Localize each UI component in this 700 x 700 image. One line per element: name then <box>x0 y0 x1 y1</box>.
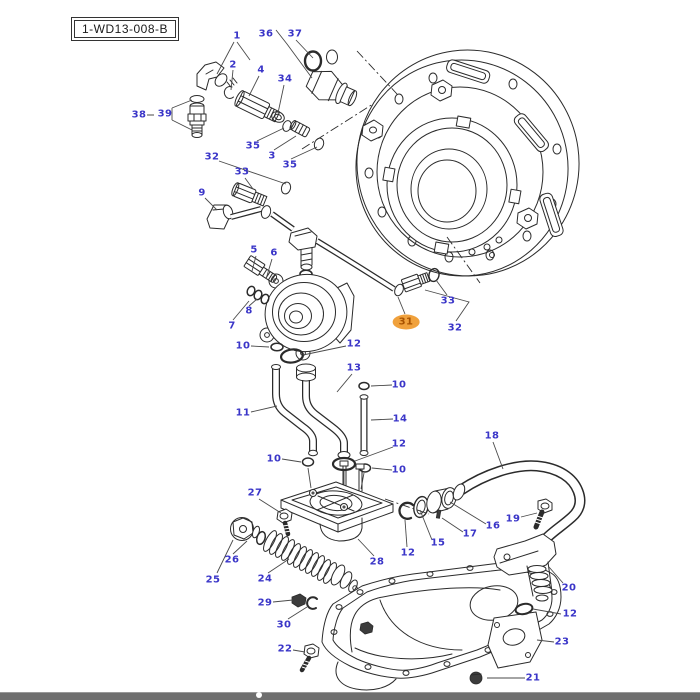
callout-2[interactable]: 2 <box>229 59 237 71</box>
callout-30[interactable]: 30 <box>276 619 292 631</box>
callout-5[interactable]: 5 <box>250 244 258 256</box>
callout-38[interactable]: 38 <box>131 109 147 121</box>
callout-31[interactable]: 31 <box>392 314 420 330</box>
clip-part2 <box>223 86 234 100</box>
callout-20[interactable]: 20 <box>561 582 577 594</box>
callout-36[interactable]: 36 <box>258 28 274 40</box>
hose-end-fitting <box>526 561 553 602</box>
horizontal-scrollbar[interactable] <box>0 692 700 700</box>
callout-17[interactable]: 17 <box>462 528 478 540</box>
callout-35[interactable]: 35 <box>245 140 261 152</box>
diagram-code-box: 1-WD13-008-B <box>71 17 180 41</box>
o-ring-part35b <box>313 137 325 151</box>
o-rings-part37 <box>303 49 338 72</box>
callout-33[interactable]: 33 <box>234 166 250 178</box>
callout-23[interactable]: 23 <box>554 636 570 648</box>
callout-8[interactable]: 8 <box>245 305 253 317</box>
diagram-code: 1-WD13-008-B <box>74 20 177 38</box>
callout-27[interactable]: 27 <box>247 487 263 499</box>
callout-10-4[interactable]: 10 <box>391 464 407 476</box>
callout-29[interactable]: 29 <box>257 597 273 609</box>
flywheel-housing <box>355 49 580 277</box>
callout-35-2[interactable]: 35 <box>282 159 298 171</box>
snap-ring-part12 <box>398 501 415 520</box>
plug-part36 <box>305 70 358 107</box>
callout-22[interactable]: 22 <box>277 643 293 655</box>
spring-part24 <box>263 530 358 593</box>
o-ring-part10-pump <box>270 342 284 352</box>
callout-12-4[interactable]: 12 <box>562 608 578 620</box>
leader-lines <box>147 29 564 679</box>
callout-13[interactable]: 13 <box>346 362 362 374</box>
pipe-part9 <box>206 204 440 297</box>
pin-part17 <box>435 509 442 519</box>
o-ring-part12-pump <box>279 348 305 364</box>
nut-part29 <box>291 593 307 608</box>
hose-part18 <box>452 460 586 616</box>
plug-part26 <box>230 517 267 546</box>
pump-housing <box>259 273 355 361</box>
connector-part33-upper <box>231 182 268 207</box>
callout-32[interactable]: 32 <box>204 151 220 163</box>
o-ring-10-left <box>301 457 315 467</box>
o-ring-10-top <box>358 381 370 391</box>
callout-6[interactable]: 6 <box>270 247 278 259</box>
side-plate-part23 <box>487 611 543 669</box>
callout-21[interactable]: 21 <box>525 672 541 684</box>
o-ring-12-mid <box>331 456 357 472</box>
callout-24[interactable]: 24 <box>257 573 273 585</box>
o-ring-part35a <box>282 120 292 132</box>
centerlines <box>301 50 481 515</box>
callout-39[interactable]: 39 <box>157 108 173 120</box>
callout-7[interactable]: 7 <box>228 320 236 332</box>
plug-part21 <box>469 671 483 685</box>
o-ring-near-33 <box>280 181 292 195</box>
callout-32-2[interactable]: 32 <box>447 322 463 334</box>
callout-10-2[interactable]: 10 <box>391 379 407 391</box>
callout-26[interactable]: 26 <box>224 554 240 566</box>
snap-ring-part30 <box>306 596 318 610</box>
o-rings-part7-8 <box>246 285 270 305</box>
callout-15[interactable]: 15 <box>430 537 446 549</box>
elbow-fitting-part1 <box>196 61 238 91</box>
callout-3[interactable]: 3 <box>268 150 276 162</box>
coupler-part4 <box>234 90 281 123</box>
callout-12-2[interactable]: 12 <box>391 438 407 450</box>
bolt-part19 <box>533 498 553 530</box>
callout-12[interactable]: 12 <box>346 338 362 350</box>
end-fitting-part31 <box>400 272 431 293</box>
scrollbar-marker[interactable] <box>256 692 262 698</box>
callout-16[interactable]: 16 <box>485 520 501 532</box>
callout-1[interactable]: 1 <box>233 30 241 42</box>
bolt-part27 <box>276 508 293 537</box>
callout-4[interactable]: 4 <box>257 64 265 76</box>
callout-10-3[interactable]: 10 <box>266 453 282 465</box>
bushing-set <box>398 487 457 520</box>
callout-9[interactable]: 9 <box>198 187 206 199</box>
cover-plate-part28 <box>280 460 394 542</box>
callout-34[interactable]: 34 <box>277 73 293 85</box>
callout-18[interactable]: 18 <box>484 430 500 442</box>
callout-37[interactable]: 37 <box>287 28 303 40</box>
callout-19[interactable]: 19 <box>505 513 521 525</box>
nipple-part3 <box>289 119 311 138</box>
callout-25[interactable]: 25 <box>205 574 221 586</box>
callout-10[interactable]: 10 <box>235 340 251 352</box>
washer-part34 <box>271 111 285 123</box>
suction-pipes <box>271 363 369 459</box>
callout-12-3[interactable]: 12 <box>400 547 416 559</box>
callout-11[interactable]: 11 <box>235 407 251 419</box>
adapter-fitting-part39 <box>187 95 207 138</box>
bolt-part22 <box>299 643 320 673</box>
callout-14[interactable]: 14 <box>392 413 408 425</box>
callout-33-2[interactable]: 33 <box>440 295 456 307</box>
bracket-part20 <box>493 533 557 576</box>
callout-28[interactable]: 28 <box>369 556 385 568</box>
o-ring-part33-lower <box>428 267 440 283</box>
o-ring-part12-hose <box>514 602 534 616</box>
